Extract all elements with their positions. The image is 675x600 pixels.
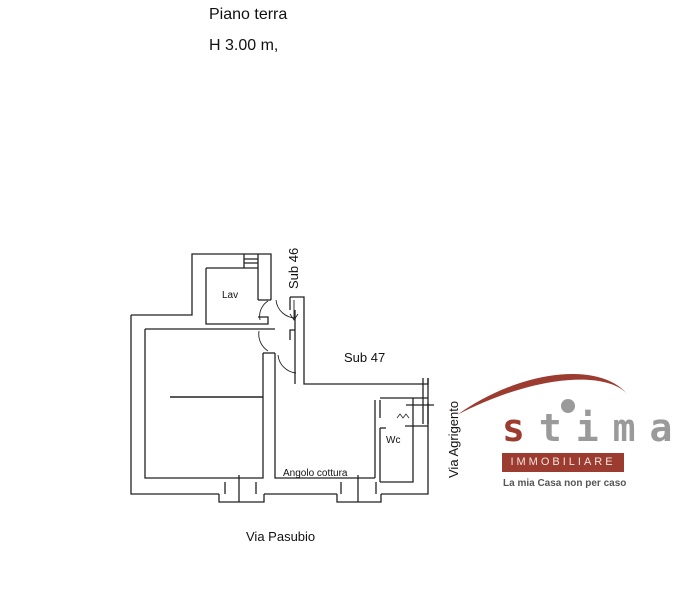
logo-dot (561, 399, 575, 413)
street-via-pasubio: Via Pasubio (246, 529, 316, 544)
room-label-angolo-cottura: Angolo cottura (283, 468, 348, 479)
inner-wall (144, 329, 264, 479)
outer-wall (131, 253, 272, 316)
neighbor-sub47: Sub 47 (344, 350, 385, 365)
window-right (336, 475, 382, 503)
floor-title: Piano terra (209, 6, 288, 23)
room-label-wc: Wc (386, 435, 400, 446)
lav-room (205, 268, 250, 325)
room-label-lav: Lav (222, 290, 238, 301)
stima-logo: stima IMMOBILIARE La mia Casa non per ca… (440, 360, 672, 500)
logo-tagline: La mia Casa non per caso (503, 478, 627, 489)
ceiling-height: H 3.00 m, (209, 37, 279, 54)
logo-swoosh (457, 373, 628, 415)
logo-band: IMMOBILIARE (502, 453, 624, 472)
street-via-agrigento: Via Agrigento (446, 401, 461, 478)
wc-room (374, 398, 414, 483)
neighbor-sub46: Sub 46 (286, 248, 301, 289)
logo-wordmark: stima (502, 406, 675, 450)
door-arc (259, 300, 269, 321)
window-left (218, 475, 265, 503)
